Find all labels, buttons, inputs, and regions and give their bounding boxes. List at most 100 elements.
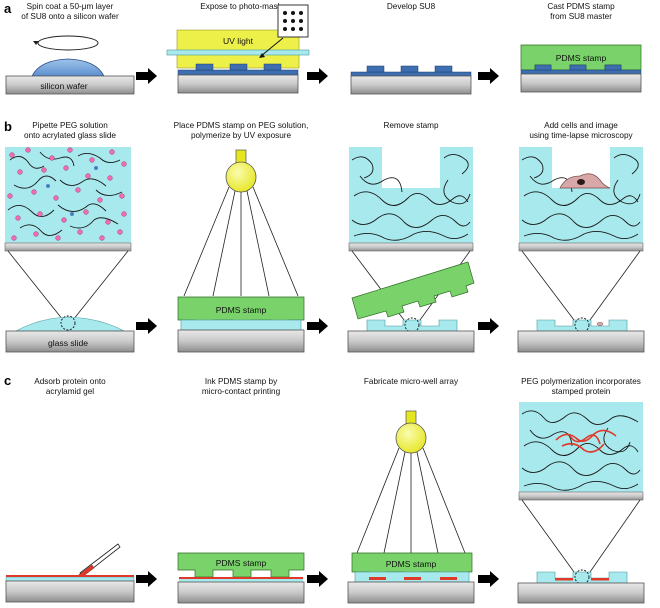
stamped-protein-strands	[555, 429, 617, 453]
peg-particle	[33, 231, 39, 237]
crosslinker-particle	[46, 184, 50, 188]
silicon-wafer-label: silicon wafer	[40, 81, 87, 91]
peg-particle	[55, 235, 61, 241]
caption-c3-line1: Fabricate micro-well array	[364, 377, 459, 386]
caption-c4-line2: stamped protein	[552, 387, 611, 396]
pdms-stamp-lifted-b3	[351, 261, 475, 320]
protein-layer-c2	[179, 577, 303, 579]
crosslinker-particle	[70, 212, 74, 216]
peg-chains-b3	[351, 154, 471, 241]
peg-particle	[67, 147, 73, 153]
glass-slide-b4	[517, 330, 645, 353]
caption-b2-line1: Place PDMS stamp on PEG solution,	[174, 121, 309, 130]
zoom-lines-b1	[7, 250, 129, 321]
protein-wells-c3	[369, 577, 457, 580]
glass-slide-zoom-c4	[518, 491, 644, 501]
peg-particle	[83, 209, 89, 215]
silicon-wafer-a2	[177, 74, 299, 94]
caption-b3-line1: Remove stamp	[383, 121, 439, 130]
magnifier-circle-icon	[60, 315, 76, 331]
peg-particle	[105, 219, 111, 225]
uv-light-label: UV light	[223, 36, 254, 46]
glass-slide-b3	[347, 330, 475, 353]
peg-particle	[41, 167, 47, 173]
step-arrow-icon	[136, 68, 499, 84]
peg-chains-c4	[521, 410, 641, 491]
glass-slide-b2	[177, 329, 305, 353]
photomask-icon	[259, 4, 309, 58]
pdms-stamp-label-c2: PDMS stamp	[216, 558, 267, 568]
glass-slide-label: glass slide	[48, 338, 88, 348]
caption-b1-line2: onto acrylated glass slide	[24, 131, 116, 140]
peg-wells-b4	[536, 319, 628, 332]
protein-wells-c4	[555, 578, 609, 581]
pdms-stamp-label-b2: PDMS stamp	[216, 305, 267, 315]
panel-letter-a: a	[4, 1, 12, 16]
su8-features-a2	[177, 63, 299, 76]
uv-rays-c3	[356, 447, 466, 554]
zoom-lines-b4	[521, 250, 641, 321]
peg-particle	[117, 229, 123, 235]
silicon-wafer-a1	[5, 75, 135, 95]
glass-slide-zoom-b3	[348, 242, 474, 252]
glass-slide-zoom-b4	[518, 242, 644, 252]
caption-c2-line2: micro-contact printing	[202, 387, 281, 396]
cell-small-b4	[596, 322, 604, 326]
peg-particles-b1	[7, 147, 127, 241]
crosslinker-particle	[94, 166, 98, 170]
peg-particle	[99, 235, 105, 241]
caption-b1-line1: Pipette PEG solution	[32, 121, 108, 130]
peg-particle	[61, 217, 67, 223]
caption-c1-line1: Adsorb protein onto	[34, 377, 106, 386]
peg-particle	[49, 155, 55, 161]
caption-c2-line1: Ink PDMS stamp by	[205, 377, 278, 386]
panel-letter-c: c	[4, 373, 11, 388]
peg-particle	[15, 215, 21, 221]
su8-features-a3	[350, 65, 472, 77]
caption-a2-line1: Expose to photo-mask	[200, 2, 282, 11]
gel-layer-c2	[179, 579, 303, 582]
glass-slide-b1	[5, 330, 135, 353]
peg-particle	[97, 197, 103, 203]
peg-particle	[37, 211, 43, 217]
gel-layer-c1	[5, 576, 135, 582]
panel-c: c Adsorb protein onto acrylamid gel Ink …	[4, 373, 645, 604]
glass-slide-zoom-b1	[4, 242, 132, 252]
caption-b4-line2: using time-lapse microscopy	[529, 131, 633, 140]
pdms-stamp-label-c3: PDMS stamp	[386, 559, 437, 569]
peg-particle	[109, 149, 115, 155]
caption-a1-line1: Spin coat a 50-μm layer	[27, 2, 114, 11]
su8-drop	[31, 58, 105, 77]
caption-c4-line1: PEG polymerization incorporates	[521, 377, 641, 386]
uv-lamp-icon	[225, 149, 257, 193]
peg-particle	[77, 229, 83, 235]
peg-drop-b1	[15, 316, 125, 332]
panel-letter-b: b	[4, 119, 12, 134]
caption-b2-line2: polymerize by UV exposure	[191, 131, 292, 140]
slide-c3	[347, 581, 475, 604]
silicon-wafer-a4	[520, 73, 642, 93]
step-arrow-icon	[136, 318, 499, 334]
peg-particle	[25, 147, 31, 153]
caption-a1-line2: of SU8 onto a silicon wafer	[21, 12, 119, 21]
pipette-icon	[75, 543, 121, 581]
peg-chains-b4	[521, 154, 641, 241]
silicon-wafer-a3	[350, 75, 472, 95]
cell-icon	[559, 173, 611, 189]
caption-b4-line1: Add cells and image	[544, 121, 618, 130]
rotation-arrow-icon	[33, 35, 99, 51]
protein-layer-c1	[6, 575, 134, 577]
panel-a: a Spin coat a 50-μm layer of SU8 onto a …	[4, 1, 642, 95]
caption-c1-line2: acrylamid gel	[46, 387, 94, 396]
peg-particle	[89, 157, 95, 163]
uv-rays-b2	[183, 186, 299, 297]
peg-particle	[121, 211, 127, 217]
peg-particle	[7, 193, 13, 199]
photo-mask-plate	[166, 49, 310, 56]
peg-particle	[17, 169, 23, 175]
peg-particle	[31, 189, 37, 195]
caption-a3-line1: Develop SU8	[387, 2, 436, 11]
peg-particle	[9, 152, 15, 158]
peg-wells-c4	[536, 571, 628, 584]
peg-particle	[121, 161, 127, 167]
